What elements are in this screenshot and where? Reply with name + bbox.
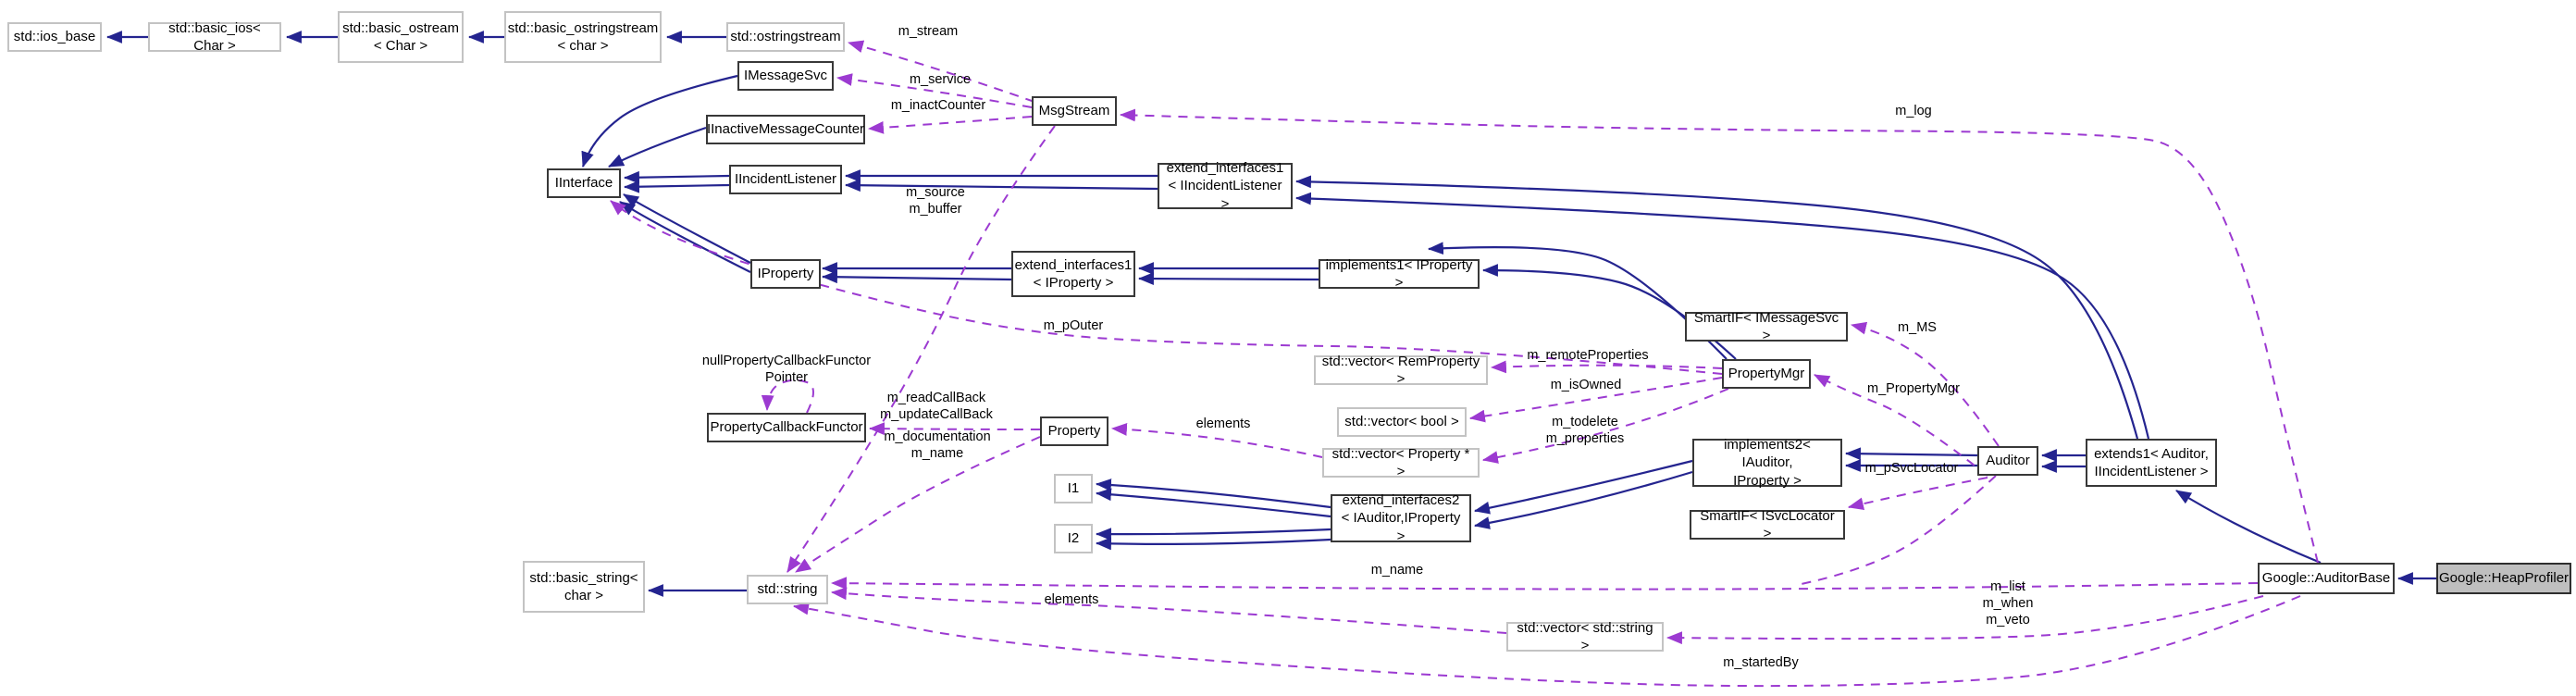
- edge-inherit-13: [821, 270, 1012, 284]
- node-std-vector-std-string[interactable]: std::vector< std::string >: [1506, 620, 1664, 653]
- node-propertymgr[interactable]: PropertyMgr: [1722, 359, 1811, 389]
- node-auditor[interactable]: Auditor: [1977, 446, 2038, 476]
- edge-label-m_pSvcLocator: m_pSvcLocator: [1864, 461, 1959, 476]
- edge-usage-41: [1490, 360, 1723, 374]
- node-std-vector-remproperty[interactable]: std::vector< RemProperty >: [1314, 354, 1488, 387]
- edge-label-nullPropertyCallbackFunctor: nullPropertyCallbackFunctor Pointer: [701, 354, 872, 385]
- node-implements1-iproperty[interactable]: implements1< IProperty >: [1319, 257, 1480, 291]
- edge-label-m_MS: m_MS: [1898, 320, 1937, 335]
- node-std-basic-string[interactable]: std::basic_string< char >: [523, 561, 645, 613]
- edge-inherit-30: [2175, 490, 2322, 565]
- edge-label-m_documentation: m_documentation m_name: [884, 429, 991, 461]
- edge-label-m_readCallBack: m_readCallBack m_updateCallBack: [880, 391, 993, 422]
- edge-label-m_service: m_service: [909, 72, 972, 87]
- edge-inherit-28: [1095, 528, 1331, 541]
- node-msgstream[interactable]: MsgStream: [1032, 96, 1117, 126]
- node-iincidentlistener[interactable]: IIncidentListener: [729, 165, 842, 194]
- edge-inherit-5: [608, 126, 707, 168]
- edge-usage-49: [1666, 595, 2264, 645]
- edge-usage-50: [830, 577, 2259, 590]
- edge-usage-46: [1110, 423, 1323, 458]
- edge-inherit-4: [581, 74, 738, 168]
- edge-usage-34: [836, 73, 1033, 108]
- node-iinactivemessagecounter[interactable]: IInactiveMessageCounter: [706, 115, 865, 144]
- node-imessagesvc[interactable]: IMessageSvc: [737, 61, 834, 91]
- edge-label-m_isOwned: m_isOwned: [1550, 378, 1622, 392]
- edge-inherit-8: [623, 193, 751, 264]
- edge-inherit-24: [1473, 459, 1693, 515]
- edge-label-m_list: m_list m_when m_veto: [1982, 579, 2034, 628]
- node-extends1[interactable]: extends1< Auditor, IIncidentListener >: [2086, 439, 2217, 487]
- edge-usage-37: [610, 200, 1723, 375]
- node-extend-interfaces1-ip[interactable]: extend_interfaces1 < IProperty >: [1011, 251, 1135, 297]
- edge-inherit-23: [1294, 192, 2150, 440]
- node-i1[interactable]: I1: [1054, 474, 1093, 503]
- node-smartif-isvclocator[interactable]: SmartIF< ISvcLocator >: [1690, 508, 1845, 541]
- edge-inherit-29: [1095, 537, 1331, 551]
- edge-usage-35: [867, 116, 1033, 134]
- edge-inherit-6: [623, 170, 730, 184]
- node-i2[interactable]: I2: [1054, 524, 1093, 553]
- node-property[interactable]: Property: [1040, 416, 1108, 446]
- node-google-auditorbase[interactable]: Google::AuditorBase: [2258, 563, 2395, 594]
- edge-label-elements: elements: [1044, 592, 1099, 607]
- node-std-basic-ios[interactable]: std::basic_ios< Char >: [148, 20, 281, 54]
- edge-label-m_name: m_name: [1370, 563, 1424, 578]
- edge-usage-52: [792, 595, 2301, 688]
- edge-inherit-7: [623, 180, 730, 193]
- node-google-heapprofiler: Google::HeapProfiler: [2436, 563, 2571, 594]
- edge-usage-36: [786, 125, 1056, 573]
- edge-label-m_startedBy: m_startedBy: [1723, 655, 1799, 670]
- edge-label-m_inactCounter: m_inactCounter: [890, 98, 986, 113]
- node-std-string[interactable]: std::string: [747, 575, 828, 604]
- edge-inherit-27: [1095, 488, 1331, 518]
- edge-label-m_stream: m_stream: [898, 24, 959, 39]
- edge-inherit-18: [1844, 447, 1978, 461]
- node-implements2[interactable]: implements2< IAuditor, IProperty >: [1692, 437, 1842, 489]
- edge-usage-42: [1468, 377, 1723, 423]
- node-std-vector-bool[interactable]: std::vector< bool >: [1337, 407, 1467, 437]
- edge-inherit-15: [1137, 272, 1319, 285]
- edge-label-m_PropertyMgr: m_PropertyMgr: [1867, 381, 1960, 396]
- edge-usage-33: [847, 40, 1035, 103]
- edge-usage-43: [1481, 388, 1729, 464]
- edge-inherit-9: [619, 201, 751, 273]
- edge-inherit-26: [1095, 478, 1331, 509]
- edge-usage-39: [1850, 321, 2000, 447]
- edge-inherit-22: [1294, 175, 2139, 440]
- node-extend-interfaces2[interactable]: extend_interfaces2 < IAuditor,IProperty …: [1331, 492, 1471, 544]
- edge-usage-53: [1847, 477, 1988, 511]
- edge-label-m_remoteProperties: m_remoteProperties: [1527, 348, 1649, 363]
- node-iinterface[interactable]: IInterface: [547, 168, 621, 198]
- edge-inherit-25: [1473, 470, 1693, 529]
- edge-label-m_source: m_source m_buffer: [906, 185, 965, 217]
- edge-inherit-11: [844, 179, 1158, 193]
- node-propertycallbackfunctor[interactable]: PropertyCallbackFunctor: [707, 413, 866, 442]
- edge-label-m_pOuter: m_pOuter: [1043, 318, 1104, 333]
- edge-usage-47: [761, 379, 814, 414]
- node-iproperty[interactable]: IProperty: [750, 259, 821, 289]
- edge-label-m_todelete: m_todelete m_properties: [1545, 415, 1625, 446]
- edge-usage-45: [795, 436, 1041, 573]
- node-std-basic-ostream[interactable]: std::basic_ostream < Char >: [338, 11, 464, 63]
- node-smartif-imessagesvc[interactable]: SmartIF< IMessageSvc >: [1685, 310, 1848, 343]
- edge-label-m_log: m_log: [1895, 104, 1932, 118]
- node-std-vector-property-ptr[interactable]: std::vector< Property * >: [1322, 446, 1480, 479]
- edge-usage-38: [1119, 108, 2319, 564]
- node-extend-interfaces1-iil[interactable]: extend_interfaces1 < IIncidentListener >: [1158, 160, 1293, 212]
- node-std-ios-base[interactable]: std::ios_base: [7, 22, 102, 52]
- edge-usage-48: [830, 587, 1507, 634]
- edge-label-elements: elements: [1195, 416, 1251, 431]
- node-std-ostringstream[interactable]: std::ostringstream: [726, 22, 845, 52]
- node-std-basic-ostringstream[interactable]: std::basic_ostringstream < char >: [504, 11, 662, 63]
